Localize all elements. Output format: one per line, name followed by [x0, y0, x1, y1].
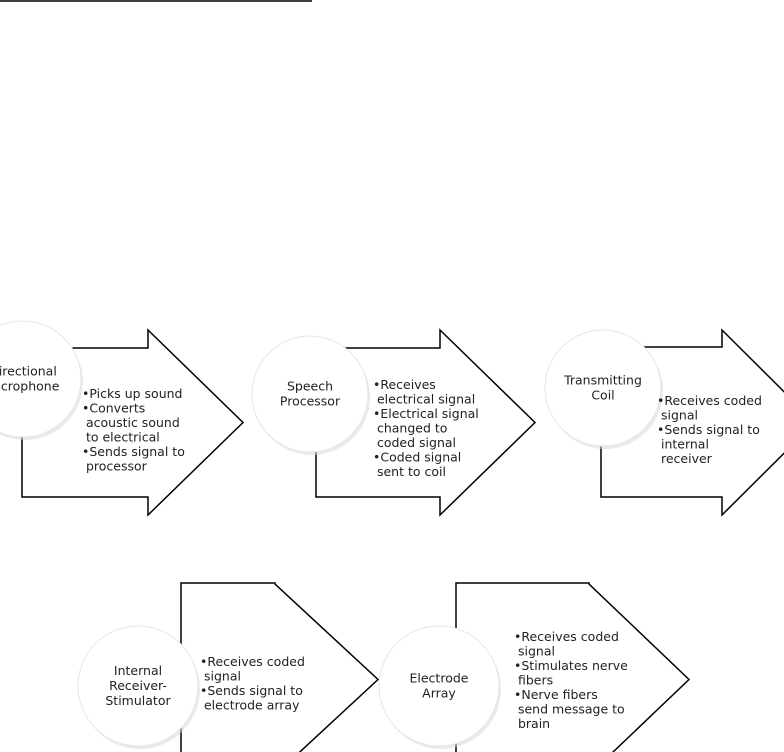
- step-bullet-line: receiver: [657, 451, 713, 466]
- step-bullet-line: changed to: [373, 421, 447, 436]
- step-circle: [544, 329, 662, 447]
- step-circle-label: Internal: [114, 663, 162, 678]
- step-circle-label: Processor: [280, 394, 341, 409]
- step-circle-label: Coil: [591, 388, 614, 403]
- step-bullet-line: •Sends signal to: [657, 422, 760, 437]
- step-bullet-line: acoustic sound: [82, 415, 180, 430]
- step-bullet-line: •Stimulates nerve: [514, 658, 628, 673]
- step-circle: [251, 335, 369, 453]
- step-bullet-line: electrode array: [200, 698, 300, 713]
- step-bullet-line: •Receives coded: [657, 393, 762, 408]
- step-bullet-line: •Sends signal to: [200, 683, 303, 698]
- step-circle-label: Transmitting: [563, 373, 642, 388]
- step-bullet-line: to electrical: [82, 430, 160, 445]
- step-circle: [0, 320, 82, 438]
- step-bullet-line: sent to coil: [373, 464, 446, 479]
- step-circle-label: Speech: [287, 379, 333, 394]
- step-bullet-line: signal: [514, 644, 555, 659]
- step-bullet-line: processor: [82, 459, 148, 474]
- arrow-shape: [315, 328, 537, 517]
- step-bullet-line: signal: [657, 408, 698, 423]
- flow-step-1: DirectionalMicrophone •Picks up sound•Con…: [0, 320, 245, 517]
- step-bullet-line: •Sends signal to: [82, 444, 185, 459]
- step-bullet-line: •Receives coded: [200, 654, 305, 669]
- step-bullet-line: •Electrical signal: [373, 406, 479, 421]
- step-circle-label: Stimulator: [105, 693, 171, 708]
- step-circle: [378, 625, 500, 747]
- step-bullet-line: electrical signal: [373, 392, 475, 407]
- step-bullet-line: •Nerve fibers: [514, 687, 598, 702]
- step-bullet-line: fibers: [514, 673, 553, 688]
- step-bullet-line: •Receives coded: [514, 629, 619, 644]
- step-bullet-line: •Converts: [82, 401, 145, 416]
- step-bullet-line: brain: [514, 716, 550, 731]
- step-bullet-line: coded signal: [373, 435, 456, 450]
- step-circle-label: Microphone: [0, 379, 60, 394]
- step-bullet-line: •Coded signal: [373, 450, 461, 465]
- step-circle-label: Array: [422, 686, 456, 701]
- step-circle-label: Electrode: [410, 671, 469, 686]
- step-circle-label: Receiver-: [109, 678, 167, 693]
- step-bullet-line: •Receives: [373, 377, 436, 392]
- arrow-shape: [455, 582, 691, 752]
- arrow-shape: [180, 582, 380, 752]
- step-bullet-line: •Picks up sound: [82, 386, 182, 401]
- step-bullet-line: internal: [657, 437, 709, 452]
- step-bullet-line: send message to: [514, 702, 625, 717]
- step-bullet-line: signal: [200, 669, 241, 684]
- step-circle: [77, 625, 199, 747]
- step-circle-label: Directional: [0, 364, 57, 379]
